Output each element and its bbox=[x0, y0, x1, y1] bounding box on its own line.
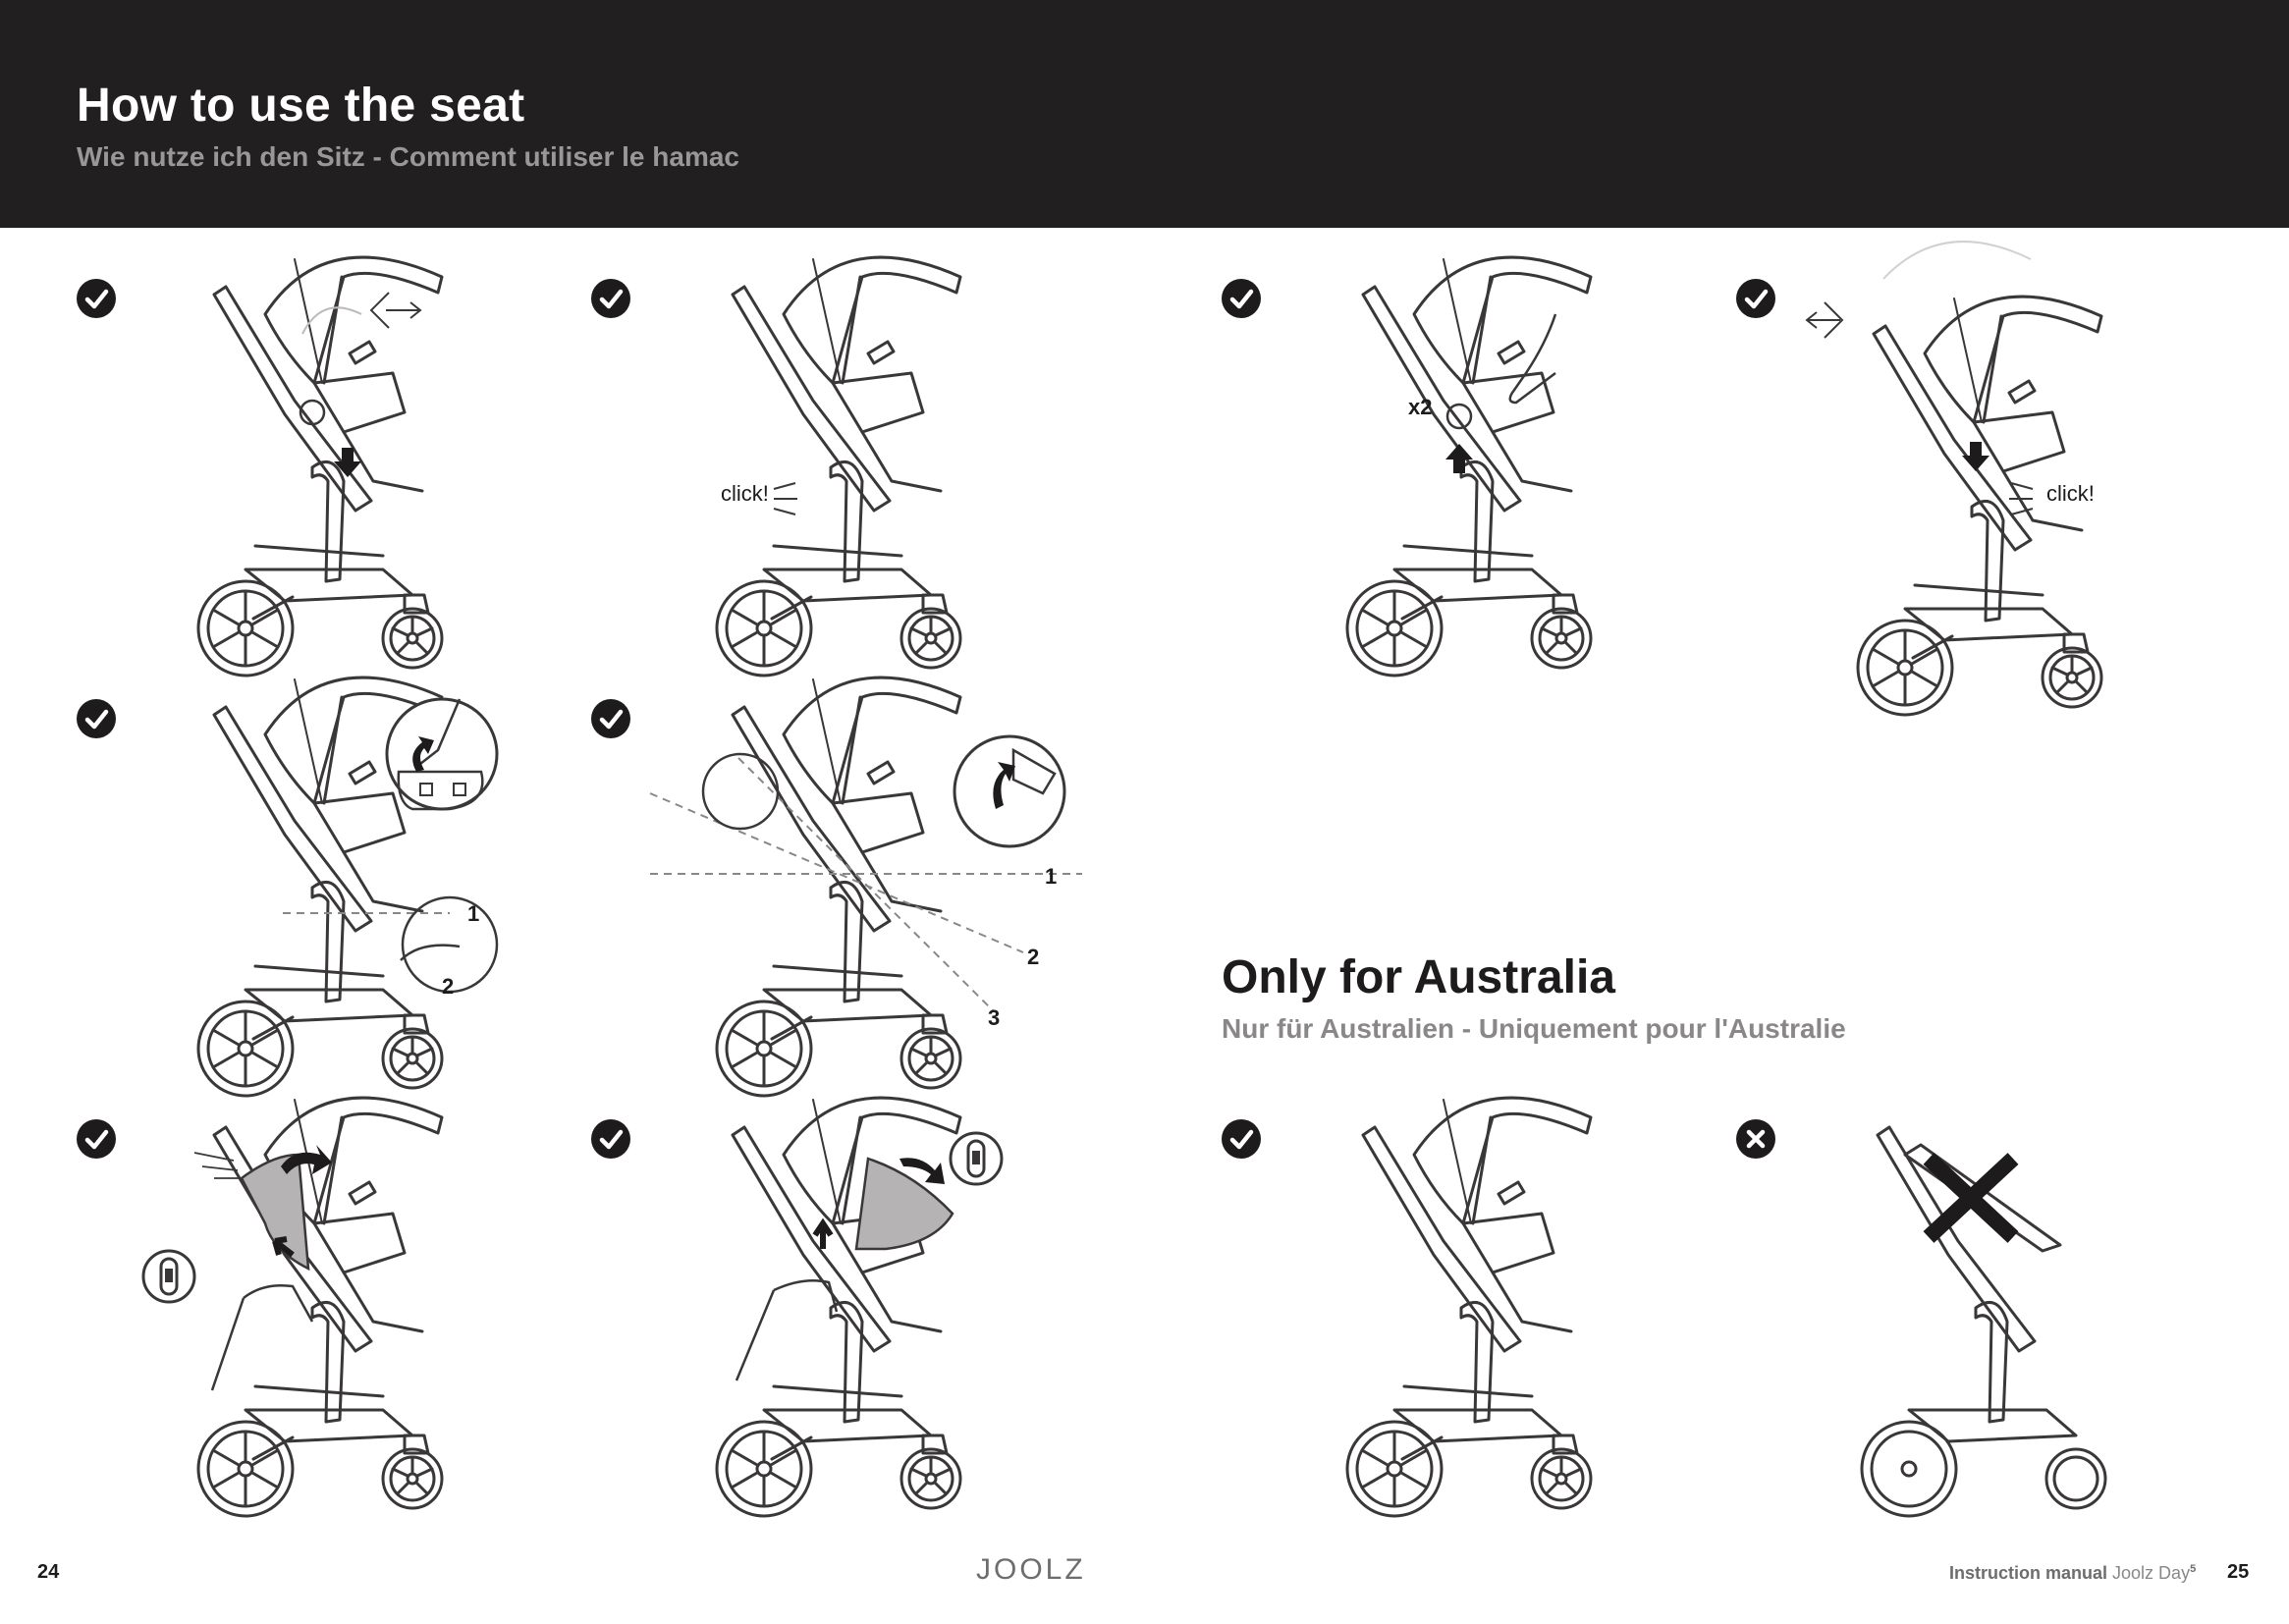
check-icon bbox=[77, 279, 116, 318]
step-6-recline-positions: 1 2 3 bbox=[591, 656, 1102, 1098]
check-icon bbox=[591, 699, 630, 738]
step-5-recline-seat: 1 2 bbox=[77, 656, 587, 1098]
step-10-no-lie-flat bbox=[1736, 1076, 2247, 1518]
header-band bbox=[0, 0, 2289, 228]
page-subtitle: Wie nutze ich den Sitz - Comment utilise… bbox=[77, 141, 739, 172]
check-icon bbox=[77, 1119, 116, 1159]
step-number-2: 2 bbox=[442, 974, 455, 999]
stroller-illustration bbox=[1860, 1125, 2107, 1518]
step-1-unlock-seat bbox=[77, 236, 587, 677]
stroller-illustration bbox=[715, 1096, 1004, 1518]
stroller-illustration bbox=[196, 255, 444, 677]
step-8-canopy-unzip bbox=[591, 1076, 1102, 1518]
step-number-3: 3 bbox=[988, 1005, 1001, 1030]
click-label: click! bbox=[721, 481, 769, 506]
step-4-click-seat: click! bbox=[1736, 236, 2247, 717]
stroller-illustration bbox=[141, 1096, 444, 1518]
manual-model: Joolz Day bbox=[2112, 1563, 2191, 1583]
manual-model-sup: 5 bbox=[2190, 1563, 2197, 1575]
click-label: click! bbox=[2046, 481, 2095, 506]
page-title: How to use the seat bbox=[77, 80, 525, 132]
australia-subtitle: Nur für Australien - Uniquement pour l'A… bbox=[1222, 1013, 1846, 1044]
check-icon bbox=[591, 279, 630, 318]
check-icon bbox=[591, 1119, 630, 1159]
brand-logo: JOOLZ bbox=[976, 1553, 1086, 1586]
manual-title: Instruction manual Joolz Day5 bbox=[1949, 1563, 2196, 1584]
step-number-1: 1 bbox=[467, 901, 480, 926]
stroller-illustration bbox=[1345, 1096, 1593, 1518]
step-7-canopy-extend bbox=[77, 1076, 587, 1518]
manual-label: Instruction manual bbox=[1949, 1563, 2108, 1583]
stroller-illustration bbox=[1805, 241, 2103, 717]
stroller-illustration bbox=[649, 676, 1082, 1098]
check-icon bbox=[77, 699, 116, 738]
australia-title: Only for Australia bbox=[1222, 951, 1615, 1003]
cross-icon bbox=[1736, 1119, 1775, 1159]
times-two-label: x2 bbox=[1408, 395, 1433, 419]
stroller-illustration bbox=[1345, 255, 1593, 677]
check-icon bbox=[1222, 279, 1261, 318]
stroller-illustration bbox=[196, 676, 499, 1098]
page-number-left: 24 bbox=[37, 1561, 60, 1583]
step-3-double-press: x2 bbox=[1222, 236, 1732, 677]
check-icon bbox=[1222, 1119, 1261, 1159]
page-number-right: 25 bbox=[2227, 1561, 2250, 1583]
step-2-click-seat: click! bbox=[591, 236, 1102, 677]
step-9-upright-position bbox=[1222, 1076, 1732, 1518]
stroller-illustration bbox=[715, 255, 962, 677]
step-number-1: 1 bbox=[1045, 864, 1058, 889]
step-number-2: 2 bbox=[1027, 945, 1040, 969]
check-icon bbox=[1736, 279, 1775, 318]
